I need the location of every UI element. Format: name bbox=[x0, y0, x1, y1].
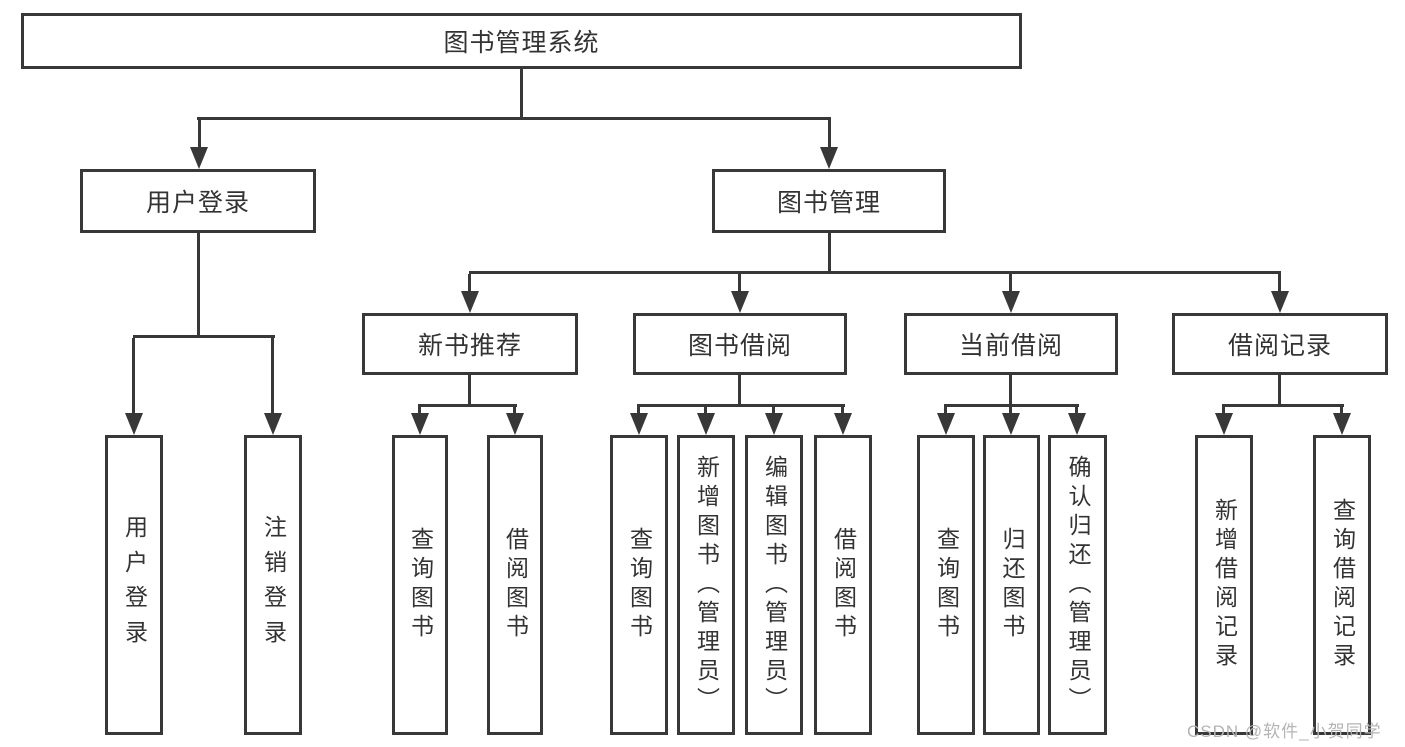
edge-line bbox=[1009, 274, 1012, 293]
leaf-query-books-current: 查询图书 bbox=[917, 435, 975, 735]
leaf-confirm-return-admin: 确认归还（管理员） bbox=[1048, 435, 1107, 735]
arrow-down-icon bbox=[1002, 291, 1020, 313]
edge-line bbox=[841, 407, 844, 417]
node-book-management-label: 图书管理 bbox=[776, 189, 881, 217]
arrow-down-icon bbox=[190, 147, 208, 169]
edge-line bbox=[1222, 404, 1344, 407]
edge-line bbox=[469, 271, 1281, 274]
edge-line bbox=[1009, 407, 1012, 417]
node-new-book-recommend-label: 新书推荐 bbox=[417, 332, 522, 360]
arrow-down-icon bbox=[461, 291, 479, 313]
csdn-watermark: CSDN @软件_小贺同学 bbox=[1187, 722, 1382, 741]
edge-line bbox=[271, 338, 274, 415]
leaf-query-books-current-label: 查询图书 bbox=[933, 527, 960, 643]
edge-line bbox=[738, 375, 741, 407]
node-book-borrow: 图书借阅 bbox=[633, 313, 847, 375]
leaf-edit-book-admin-label: 编辑图书（管理员） bbox=[761, 454, 788, 716]
leaf-borrow-books: 借阅图书 bbox=[814, 435, 872, 735]
leaf-add-book-admin: 新增图书（管理员） bbox=[677, 435, 735, 735]
edge-line bbox=[1222, 407, 1225, 417]
edge-line bbox=[418, 404, 517, 407]
arrow-down-icon bbox=[1215, 413, 1233, 435]
node-borrow-records-label: 借阅记录 bbox=[1227, 332, 1332, 360]
arrow-down-icon bbox=[834, 413, 852, 435]
edge-line bbox=[418, 407, 421, 417]
leaf-add-borrow-record: 新增借阅记录 bbox=[1195, 435, 1253, 735]
leaf-logout: 注销登录 bbox=[244, 435, 302, 735]
edge-line bbox=[133, 335, 275, 338]
leaf-query-borrow-record: 查询借阅记录 bbox=[1313, 435, 1371, 735]
edge-line bbox=[468, 375, 471, 407]
node-current-borrow-label: 当前借阅 bbox=[958, 332, 1063, 360]
node-user-login: 用户登录 bbox=[80, 169, 316, 233]
node-current-borrow: 当前借阅 bbox=[904, 313, 1118, 375]
leaf-borrow-books-recommend: 借阅图书 bbox=[487, 435, 543, 735]
edge-line bbox=[772, 407, 775, 417]
edge-line bbox=[197, 117, 831, 120]
arrow-down-icon bbox=[1002, 413, 1020, 435]
arrow-down-icon bbox=[731, 291, 749, 313]
edge-line bbox=[468, 274, 471, 293]
edge-line bbox=[828, 233, 831, 273]
edge-line bbox=[1009, 375, 1012, 407]
leaf-edit-book-admin: 编辑图书（管理员） bbox=[745, 435, 803, 735]
edge-line bbox=[1278, 274, 1281, 293]
edge-line bbox=[637, 407, 640, 417]
arrow-down-icon bbox=[264, 413, 282, 435]
edge-line bbox=[944, 407, 947, 417]
leaf-add-book-admin-label: 新增图书（管理员） bbox=[693, 454, 720, 716]
edge-line bbox=[198, 120, 201, 150]
arrow-down-icon bbox=[820, 147, 838, 169]
leaf-logout-label: 注销登录 bbox=[260, 515, 287, 655]
leaf-return-book-label: 归还图书 bbox=[999, 527, 1025, 643]
node-borrow-records: 借阅记录 bbox=[1172, 313, 1388, 375]
arrow-down-icon bbox=[697, 413, 715, 435]
edge-line bbox=[1278, 375, 1281, 407]
edge-line bbox=[704, 407, 707, 417]
leaf-confirm-return-admin-label: 确认归还（管理员） bbox=[1065, 454, 1091, 716]
leaf-query-books-borrow: 查询图书 bbox=[610, 435, 668, 735]
leaf-user-login-label: 用户登录 bbox=[121, 515, 148, 655]
node-book-borrow-label: 图书借阅 bbox=[687, 332, 792, 360]
edge-line bbox=[828, 120, 831, 150]
leaf-add-borrow-record-label: 新增借阅记录 bbox=[1211, 498, 1238, 672]
node-root-label: 图书管理系统 bbox=[443, 29, 600, 57]
arrow-down-icon bbox=[937, 413, 955, 435]
node-book-management: 图书管理 bbox=[712, 169, 946, 233]
edge-line bbox=[520, 69, 523, 119]
leaf-user-login: 用户登录 bbox=[105, 435, 163, 735]
arrow-down-icon bbox=[765, 413, 783, 435]
arrow-down-icon bbox=[1333, 413, 1351, 435]
edge-line bbox=[132, 338, 135, 415]
node-user-login-label: 用户登录 bbox=[145, 189, 250, 217]
edge-line bbox=[738, 274, 741, 293]
arrow-down-icon bbox=[1068, 413, 1086, 435]
leaf-borrow-books-label: 借阅图书 bbox=[830, 527, 857, 643]
arrow-down-icon bbox=[630, 413, 648, 435]
edge-line bbox=[1340, 407, 1343, 417]
arrow-down-icon bbox=[125, 413, 143, 435]
arrow-down-icon bbox=[411, 413, 429, 435]
leaf-query-books-recommend: 查询图书 bbox=[392, 435, 448, 735]
edge-line bbox=[944, 404, 1079, 407]
leaf-query-books-recommend-label: 查询图书 bbox=[407, 527, 434, 643]
leaf-return-book: 归还图书 bbox=[983, 435, 1040, 735]
leaf-query-books-borrow-label: 查询图书 bbox=[626, 527, 653, 643]
arrow-down-icon bbox=[506, 413, 524, 435]
edge-line bbox=[513, 407, 516, 417]
edge-line bbox=[637, 404, 845, 407]
arrow-down-icon bbox=[1271, 291, 1289, 313]
leaf-query-borrow-record-label: 查询借阅记录 bbox=[1329, 498, 1356, 672]
leaf-borrow-books-recommend-label: 借阅图书 bbox=[502, 527, 529, 643]
edge-line bbox=[197, 233, 200, 337]
node-root: 图书管理系统 bbox=[21, 13, 1022, 69]
node-new-book-recommend: 新书推荐 bbox=[362, 313, 578, 375]
edge-line bbox=[1075, 407, 1078, 417]
